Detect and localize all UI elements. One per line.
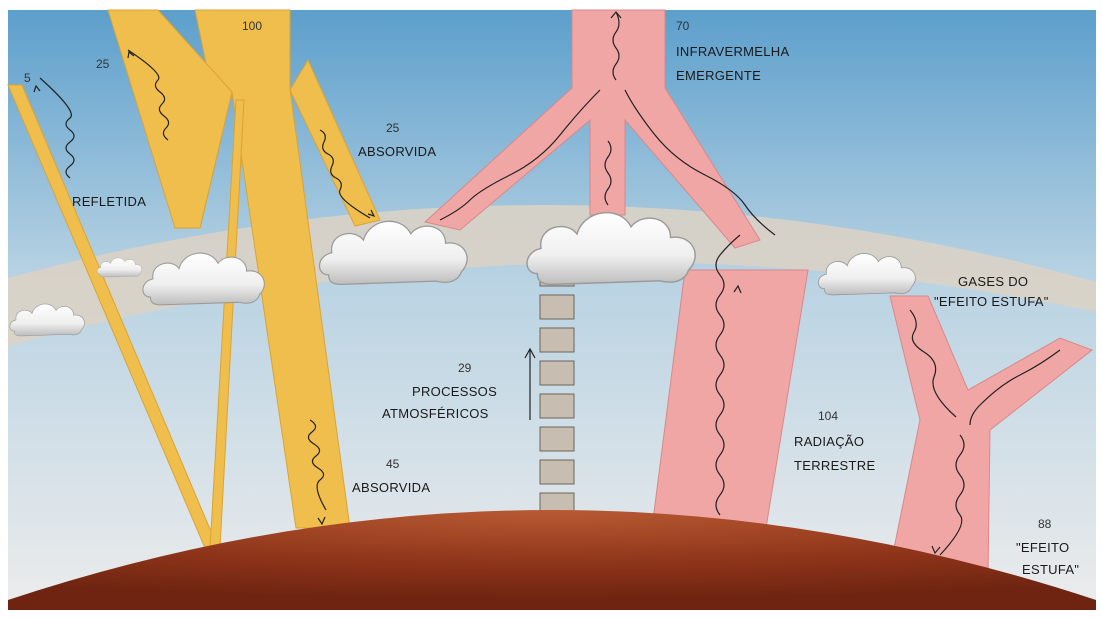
outgoing-line2: EMERGENTE (676, 68, 761, 83)
processes-value: 29 (458, 361, 472, 375)
process-box (540, 361, 574, 385)
greenhouse-value: 88 (1038, 517, 1052, 531)
surface-absorbed-value: 45 (386, 457, 400, 471)
surface-absorbed-text: ABSORVIDA (352, 480, 430, 495)
incoming-value: 100 (242, 19, 262, 33)
cloud-absorbed-value: 25 (386, 121, 400, 135)
gases-line2: "EFEITO ESTUFA" (934, 294, 1049, 309)
reflected-text: REFLETIDA (72, 194, 146, 209)
processes-line2: ATMOSFÉRICOS (382, 406, 489, 421)
processes-line1: PROCESSOS (412, 384, 497, 399)
gases-line1: GASES DO (958, 274, 1028, 289)
outgoing-line1: INFRAVERMELHA (676, 44, 789, 59)
terrestrial-line1: RADIAÇÃO (794, 434, 864, 449)
greenhouse-line1: "EFEITO (1016, 540, 1069, 555)
greenhouse-line2: ESTUFA" (1022, 562, 1079, 577)
outgoing-value: 70 (676, 19, 690, 33)
terrestrial-value: 104 (818, 409, 838, 423)
process-box (540, 328, 574, 352)
reflected-value-small: 5 (24, 71, 31, 85)
process-box (540, 427, 574, 451)
reflected-value: 25 (96, 57, 110, 71)
terrestrial-line2: TERRESTRE (794, 458, 875, 473)
process-box (540, 295, 574, 319)
process-box (540, 394, 574, 418)
process-box (540, 460, 574, 484)
cloud-absorbed-text: ABSORVIDA (358, 144, 436, 159)
